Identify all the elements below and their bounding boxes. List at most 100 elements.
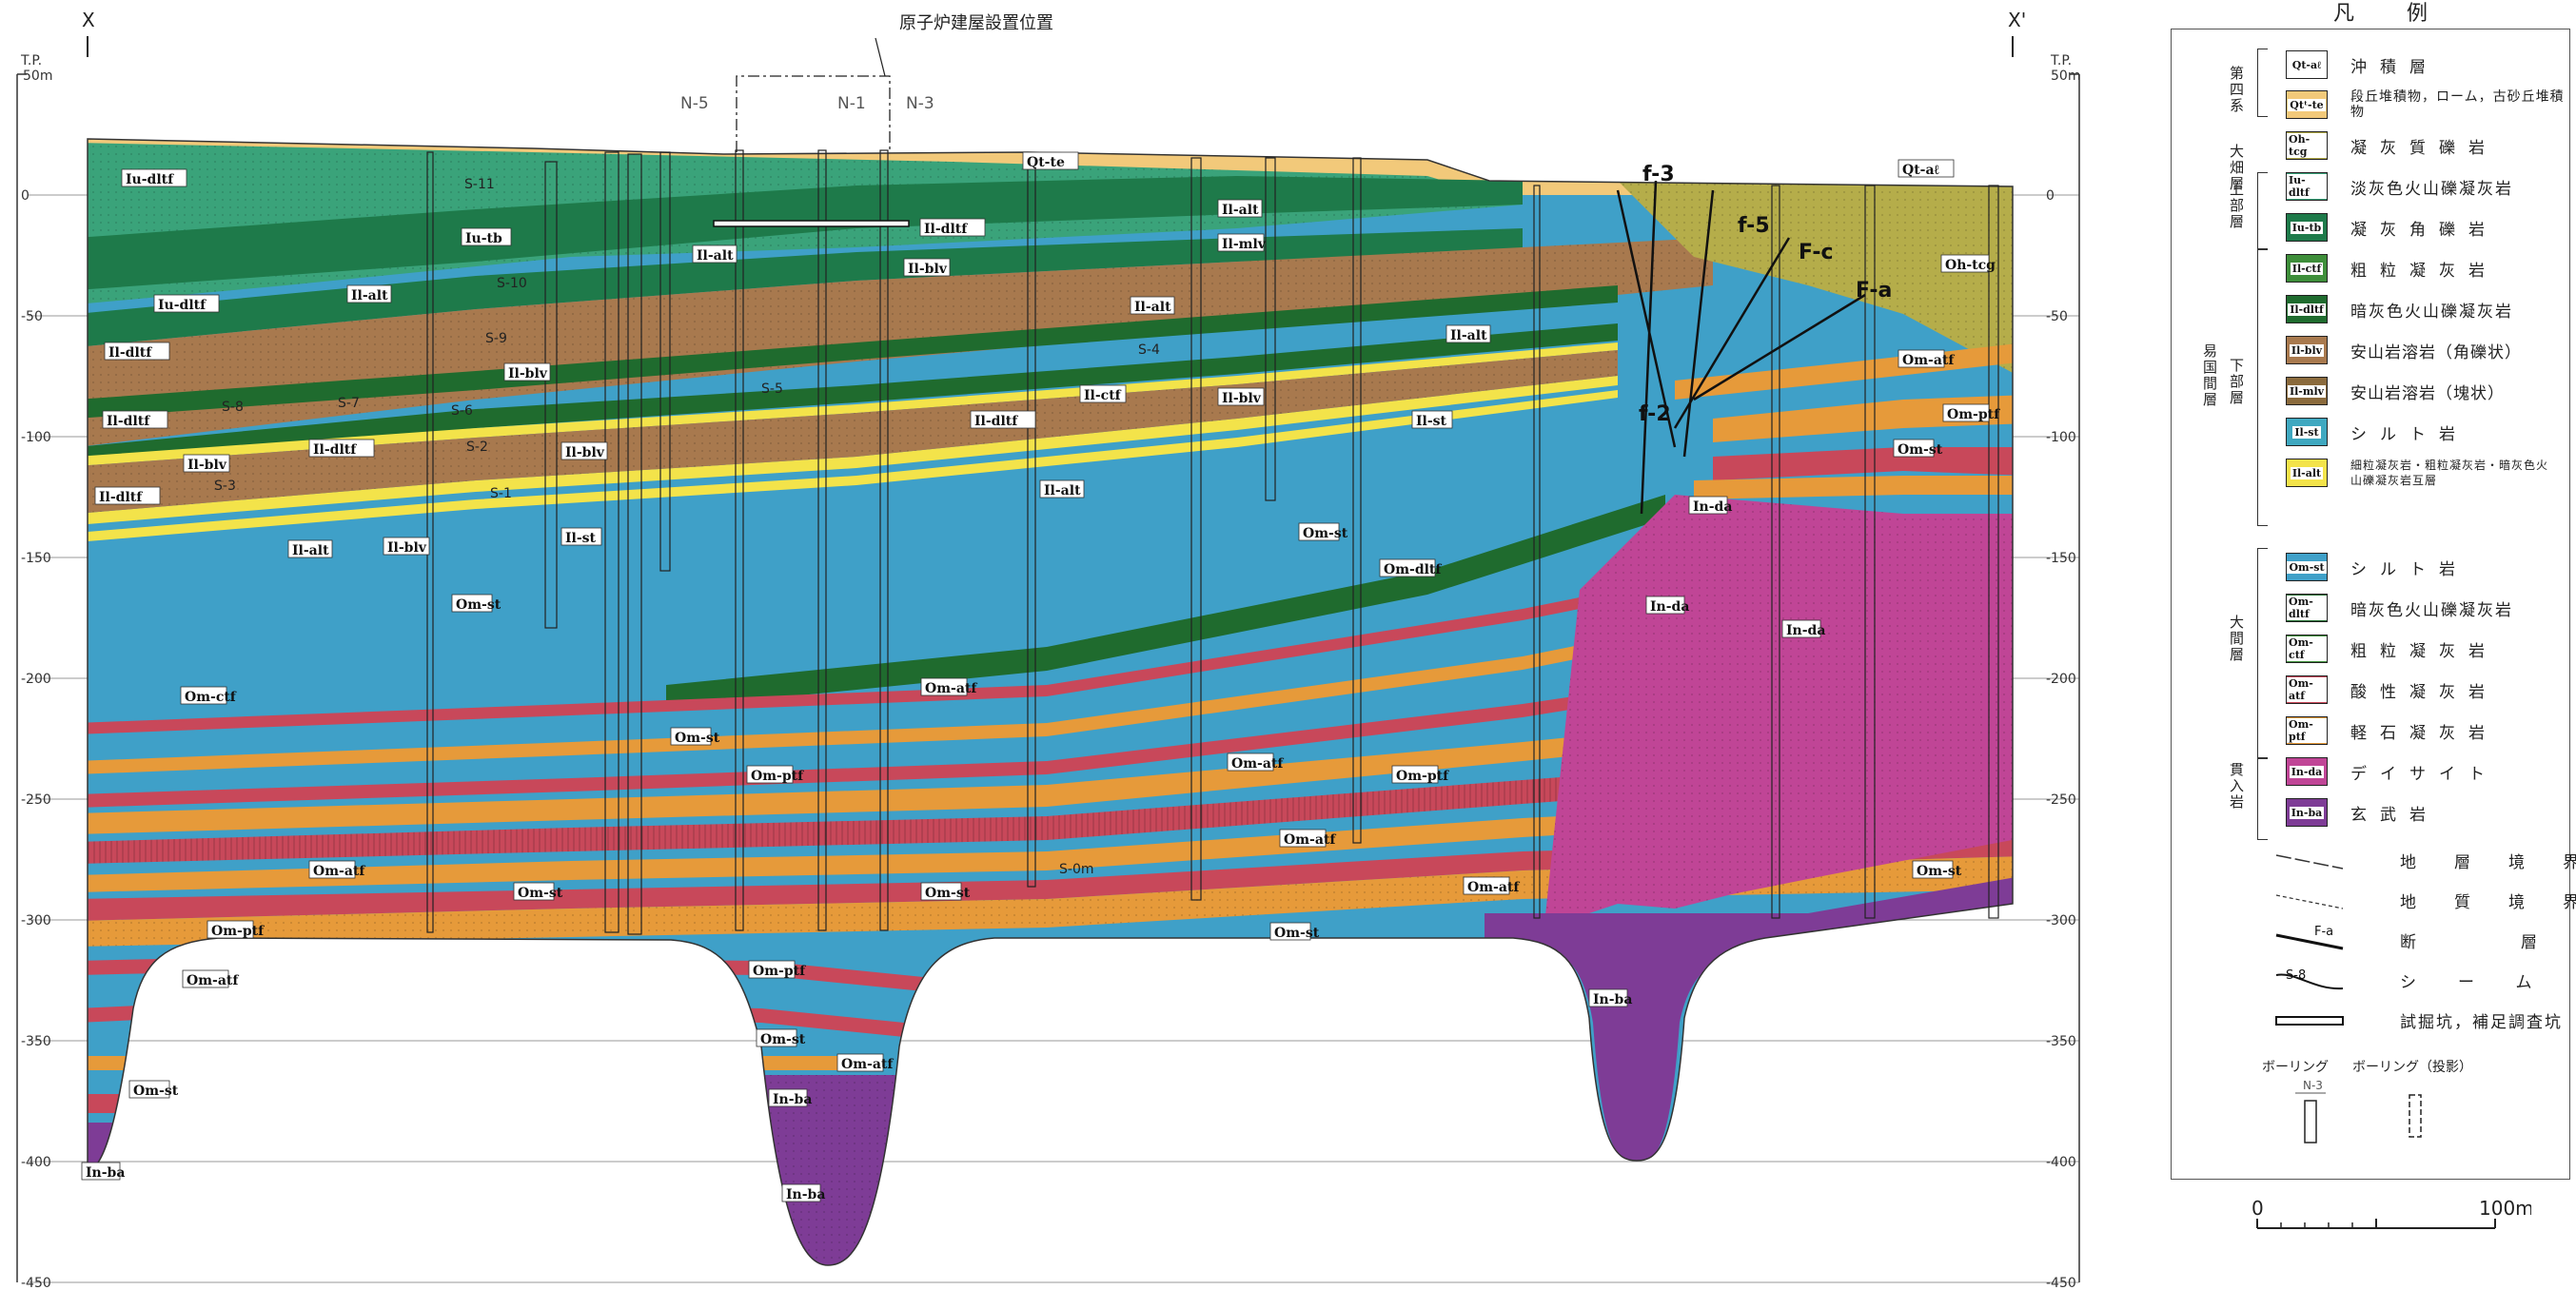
svg-text:Il-blv: Il-blv	[387, 540, 427, 556]
svg-text:Qt-te: Qt-te	[1027, 155, 1065, 170]
unit-label: Om-st	[1269, 922, 1320, 941]
svg-text:Om-ptf: Om-ptf	[1396, 769, 1449, 784]
unit-label: Om-ctf	[180, 686, 237, 705]
unit-label: Om-atf	[182, 969, 239, 988]
svg-text:Il-dltf: Il-dltf	[974, 414, 1018, 429]
right-elevation-labels: 0 -50 -100 -150 -200 -250 -300 -350 -400…	[2046, 188, 2076, 1290]
svg-text:Om-atf: Om-atf	[313, 864, 365, 879]
unit-label: Il-dltf	[919, 218, 986, 237]
svg-text:Om-st: Om-st	[925, 886, 971, 901]
svg-text:Il-dltf: Il-dltf	[924, 222, 968, 237]
unit-label: In-da	[1645, 596, 1689, 615]
legend-row: In-ba 玄武岩	[2286, 796, 2439, 829]
unit-labels: Qt-te Qt-aℓ Iu-dltf Iu-dltf Iu-tb Il-alt…	[81, 151, 2000, 1202]
svg-text:Om-ptf: Om-ptf	[753, 964, 806, 979]
unit-label: Il-alt	[692, 244, 737, 264]
section-outline	[87, 138, 2014, 1266]
svg-text:Om-ptf: Om-ptf	[1947, 407, 2000, 422]
fault-label-fa: F-a	[1856, 279, 1892, 303]
unit-label: Om-ptf	[206, 920, 265, 939]
seam-label-s8: S-8	[222, 400, 244, 415]
legend-group-upper: 上部層	[2228, 182, 2245, 230]
legend-title: 凡 例	[2333, 2, 2450, 26]
unit-label: Om-atf	[836, 1053, 894, 1072]
svg-text:Il-ctf: Il-ctf	[1084, 388, 1122, 403]
svg-text:Il-dltf: Il-dltf	[99, 490, 143, 505]
unit-label: Il-blv	[1217, 387, 1265, 406]
unit-label: Om-atf	[1898, 349, 1955, 368]
legend-row: Qtᵗ-te 段丘堆積物，ローム，古砂丘堆積物	[2286, 88, 2569, 121]
elev-right-400: -400	[2046, 1155, 2076, 1170]
unit-label: Om-ptf	[748, 960, 806, 979]
legend-row: Il-dltf 暗灰色火山礫凝灰岩	[2286, 293, 2513, 325]
geologic-boundary-sample	[2275, 894, 2344, 909]
elev-right-0: 0	[2046, 188, 2055, 204]
fault-lines	[1616, 180, 1866, 515]
svg-text:In-da: In-da	[1650, 599, 1689, 615]
unit-label: Om-atf	[308, 860, 365, 879]
unit-label: Il-dltf	[104, 342, 170, 361]
unit-label: Il-st	[560, 527, 602, 546]
svg-text:Om-ctf: Om-ctf	[185, 690, 237, 705]
legend-row: Il-blv 安山岩溶岩（角礫状）	[2286, 334, 2522, 366]
svg-text:Il-st: Il-st	[1416, 414, 1447, 429]
elev-right-50: -50	[2046, 309, 2068, 324]
boring-samples: N-3	[2295, 1079, 2422, 1143]
elev-left-0: 0	[21, 188, 29, 204]
legend-panel: 第四系 大畑層 上部層 易国間層 下部層 大間層 貫入岩 Qt-aℓ 沖積層 Q…	[2171, 29, 2576, 1180]
seam-label-s5: S-5	[761, 381, 783, 397]
svg-text:Om-atf: Om-atf	[1467, 880, 1520, 895]
unit-label: Om-st	[451, 594, 501, 613]
elev-right-300: -300	[2046, 913, 2076, 928]
unit-label: Il-alt	[1445, 324, 1491, 343]
svg-text:In-ba: In-ba	[86, 1165, 125, 1181]
seam-label-s9: S-9	[485, 331, 507, 346]
legend-line-row: 地質境界	[2257, 886, 2576, 914]
section-marker-x: X	[82, 9, 95, 31]
legend-swatch: Iu-dltf	[2286, 172, 2328, 201]
borehole-label-n1: N-1	[837, 94, 866, 113]
legend-swatch: Il-alt	[2286, 459, 2328, 487]
svg-text:Om-ptf: Om-ptf	[211, 924, 265, 939]
legend-row: Om-dltf 暗灰色火山礫凝灰岩	[2286, 592, 2513, 624]
seam-label-s6: S-6	[451, 403, 473, 419]
unit-label: Il-dltf	[970, 410, 1036, 429]
unit-label: Il-alt	[1130, 296, 1175, 315]
seam-label-s11: S-11	[464, 177, 495, 192]
tp-right-label: T.P.	[2050, 53, 2072, 68]
fault-label-f5: f-5	[1738, 214, 1770, 238]
unit-label: In-ba	[1588, 988, 1632, 1007]
svg-text:Om-st: Om-st	[518, 886, 563, 901]
unit-label: Il-st	[1411, 410, 1453, 429]
elevation-axes	[16, 73, 2080, 1282]
legend-row: Qt-aℓ 沖積層	[2286, 49, 2439, 81]
unit-label: Qt-te	[1022, 151, 1079, 170]
exploration-adit	[713, 220, 910, 227]
scale-start-label: 0	[2252, 1197, 2264, 1220]
unit-label: Om-st	[1912, 860, 1962, 879]
legend-line-row: F-a 断層	[2257, 926, 2576, 954]
svg-text:Om-atf: Om-atf	[841, 1057, 894, 1072]
svg-text:Il-dltf: Il-dltf	[313, 442, 357, 458]
unit-label: Om-ptf	[746, 765, 804, 784]
unit-label: Om-st	[670, 727, 720, 746]
lower-void	[88, 938, 828, 1290]
legend-line-row: 試掘坑，補足調査坑	[2257, 1006, 2563, 1034]
unit-label: Om-st	[756, 1028, 806, 1047]
legend-row: Om-atf 酸性凝灰岩	[2286, 674, 2498, 706]
unit-label: Il-alt	[1217, 199, 1263, 218]
svg-text:Om-st: Om-st	[675, 731, 720, 746]
legend-row: Iu-dltf 淡灰色火山礫凝灰岩	[2286, 170, 2513, 203]
legend-swatch: Il-ctf	[2286, 254, 2328, 283]
unit-label: Om-st	[513, 882, 563, 901]
scale-bar: 0 100m	[2252, 1197, 2531, 1229]
svg-text:In-da: In-da	[1786, 623, 1825, 638]
fault-label-f3: f-3	[1642, 163, 1675, 186]
seam-label-s10: S-10	[497, 276, 527, 291]
svg-text:Om-st: Om-st	[1274, 926, 1320, 941]
svg-text:Om-atf: Om-atf	[1231, 756, 1284, 772]
tp-right-unit: 50m	[2051, 68, 2080, 84]
legend-line-row: 地層境界	[2257, 846, 2576, 874]
legend-swatch: Il-dltf	[2286, 295, 2328, 323]
legend-swatch: Om-ptf	[2286, 716, 2328, 745]
